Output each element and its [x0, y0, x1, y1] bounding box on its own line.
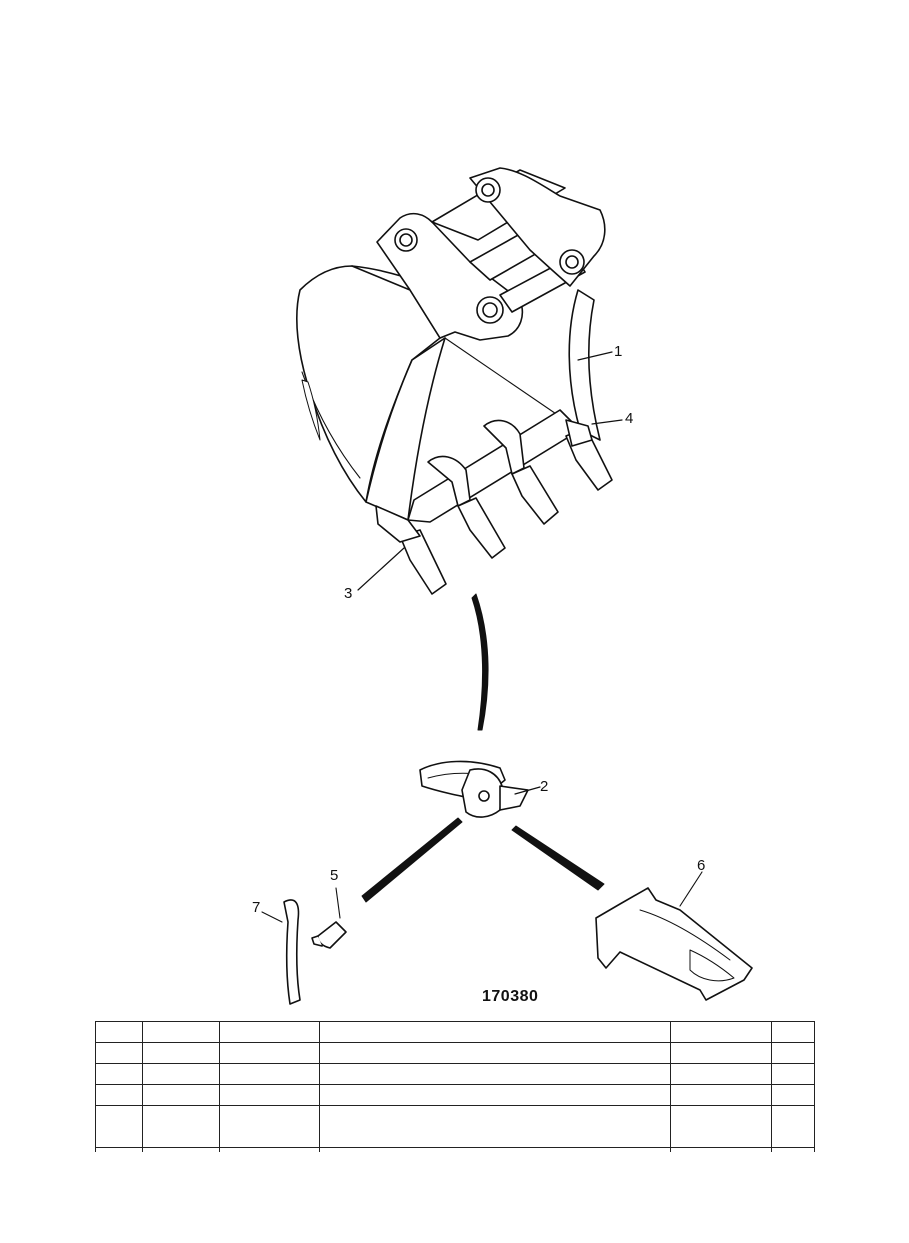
table-cell	[319, 1021, 671, 1043]
table-cell	[670, 1084, 772, 1106]
table-cell	[771, 1084, 815, 1106]
table-cell	[142, 1084, 220, 1106]
table-cell	[219, 1042, 320, 1064]
tooth-drawing	[595, 871, 753, 1001]
table-header-row	[95, 1021, 815, 1043]
table-cell	[219, 1147, 320, 1152]
table-row	[95, 1105, 815, 1148]
table-cell	[670, 1063, 772, 1085]
callout-3: 3	[344, 585, 353, 602]
table-cell	[771, 1063, 815, 1085]
callout-7: 7	[252, 899, 261, 916]
table-cell	[95, 1084, 143, 1106]
table-cell	[319, 1147, 671, 1152]
table-cell	[219, 1021, 320, 1043]
table-cell	[142, 1021, 220, 1043]
table-cell	[670, 1105, 772, 1148]
table-cell	[319, 1042, 671, 1064]
table-cell	[95, 1021, 143, 1043]
callout-2: 2	[540, 778, 549, 795]
table-cell	[95, 1147, 143, 1152]
table-cell	[771, 1147, 815, 1152]
table-cell	[670, 1042, 772, 1064]
table-cell	[319, 1105, 671, 1148]
table-cell	[771, 1105, 815, 1148]
exploded-parts-drawing	[261, 167, 753, 1005]
table-cell	[219, 1084, 320, 1106]
table-cell	[95, 1063, 143, 1085]
figure-number: 170380	[482, 988, 539, 1005]
table-cell	[219, 1105, 320, 1148]
table-cell	[142, 1105, 220, 1148]
table-cell	[771, 1042, 815, 1064]
table-cell	[319, 1084, 671, 1106]
table-cell	[670, 1021, 772, 1043]
callout-4: 4	[625, 410, 634, 427]
table-cell	[95, 1042, 143, 1064]
table-cell	[771, 1021, 815, 1043]
table-row	[95, 1063, 815, 1085]
adaptor-detail	[419, 760, 541, 818]
callout-5: 5	[330, 867, 339, 884]
parts-list-table	[95, 1021, 815, 1152]
table-cell	[219, 1063, 320, 1085]
callout-1: 1	[614, 343, 623, 360]
table-row	[95, 1147, 815, 1152]
table-cell	[670, 1147, 772, 1152]
leader-lines-upper	[357, 351, 623, 591]
detail-arrow	[471, 593, 489, 731]
table-cell	[142, 1063, 220, 1085]
callout-6: 6	[697, 857, 706, 874]
retaining-strip-drawing	[261, 899, 301, 1005]
table-cell	[142, 1147, 220, 1152]
table-cell	[319, 1063, 671, 1085]
retaining-pin-drawing	[311, 887, 347, 949]
arrow-to-pin	[361, 817, 463, 903]
table-row	[95, 1042, 815, 1064]
table-row	[95, 1084, 815, 1106]
table-cell	[95, 1105, 143, 1148]
arrow-to-tooth	[511, 825, 605, 891]
table-cell	[142, 1042, 220, 1064]
bucket-assembly	[296, 167, 613, 595]
